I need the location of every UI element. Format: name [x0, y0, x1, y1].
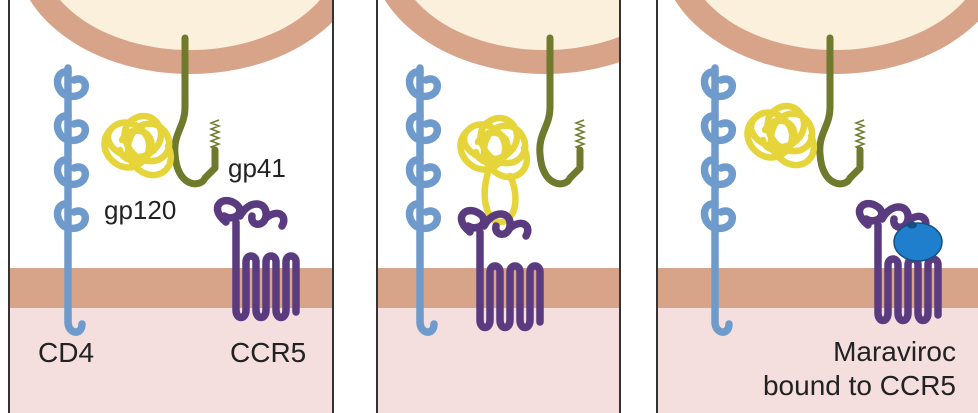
label-gp120: gp120: [104, 195, 176, 225]
label-ccr5: CCR5: [230, 337, 306, 368]
panel-3-maraviroc: Maraviroc bound to CCR5: [657, 0, 978, 413]
label-cd4: CD4: [38, 337, 94, 368]
label-maraviroc-line2: bound to CCR5: [763, 370, 956, 401]
panel-1-attachment: gp41 gp120 CD4 CCR5: [9, 0, 365, 413]
maraviroc-molecule-tip: [907, 222, 917, 229]
label-gp41: gp41: [228, 153, 286, 183]
maraviroc-molecule: [894, 223, 942, 261]
label-maraviroc-line1: Maraviroc: [833, 336, 956, 367]
